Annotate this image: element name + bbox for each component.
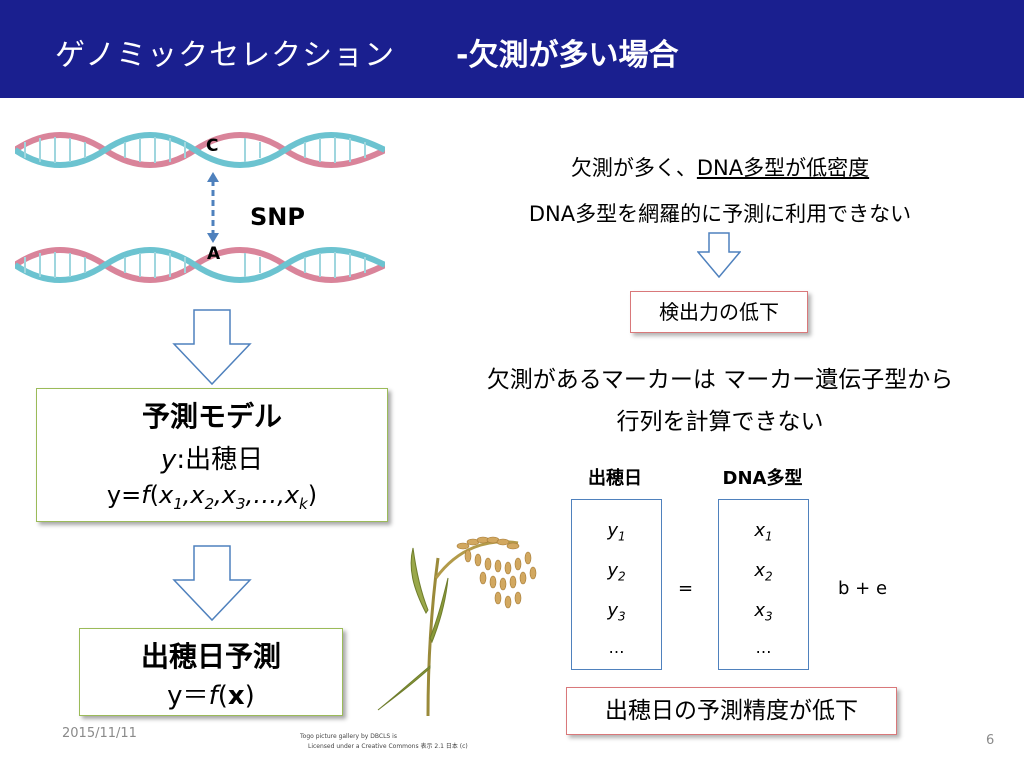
eq-prefix: y=: [106, 481, 142, 509]
accuracy-decrease-label: 出穂日の予測精度が低下: [605, 698, 858, 724]
title-bar: ゲノミックセレクション -欠測が多い場合: [0, 0, 1024, 98]
right-line-1a: 欠測が多く、: [570, 156, 697, 180]
eq-close: ): [307, 481, 318, 509]
predict-eq-close: ): [244, 681, 255, 711]
right-line-4: 行列を計算できない: [616, 409, 824, 435]
predict-eq-x: x: [227, 681, 245, 711]
footer-credit-line-2: Licensed under a Creative Commons 表示 2.1…: [308, 743, 468, 750]
model-equation: y=f(x1,x2,x3,…,xk): [106, 481, 318, 513]
x-value: x2: [754, 560, 773, 584]
predict-eq-open: (: [217, 681, 228, 711]
small-down-arrow-icon: [697, 232, 741, 278]
y-value: y2: [607, 560, 626, 584]
rice-plant-illustration: [377, 536, 537, 717]
col-heading-heading-date: 出穂日: [588, 468, 642, 489]
y-definition-text: :出穂日: [176, 445, 264, 475]
predict-eq-prefix: y＝: [167, 681, 209, 711]
eq-x: ,…,x: [245, 481, 300, 509]
eq-sub: 2: [204, 494, 215, 513]
page-number: 6: [986, 733, 995, 748]
eq-sub: 1: [173, 494, 183, 513]
down-arrow-icon: [172, 309, 252, 386]
eq-sub: k: [299, 494, 308, 513]
b-plus-e: b + e: [838, 578, 888, 599]
snp-dashed-arrow: [207, 172, 219, 243]
dna-bottom-helix: [15, 247, 385, 283]
reduce-power-box: 検出力の低下: [630, 291, 808, 333]
x-value: x3: [754, 600, 773, 624]
predict-equation: y＝f(x): [80, 675, 342, 712]
dna-top-helix: [15, 132, 385, 168]
eq-x: ,x: [214, 481, 237, 509]
snp-label: SNP: [250, 203, 305, 231]
y-value: y1: [607, 520, 626, 544]
y-ellipsis: …: [608, 638, 625, 657]
predict-eq-f: f: [208, 681, 218, 711]
right-line-1: 欠測が多く、DNA多型が低密度: [440, 152, 1000, 182]
eq-x: ,x: [182, 481, 205, 509]
x-value: x1: [754, 520, 773, 544]
right-line-3: 欠測があるマーカーは マーカー遺伝子型から: [486, 367, 954, 393]
predict-heading: 出穂日予測: [140, 640, 281, 673]
x-vector-box: x1 x2 x3 …: [718, 499, 809, 670]
y-variable: y: [160, 445, 177, 475]
equals-sign: =: [678, 578, 694, 599]
accuracy-decrease-box: 出穂日の予測精度が低下: [566, 687, 897, 735]
eq-sub: 3: [236, 494, 246, 513]
right-line-1b: DNA多型が低密度: [696, 156, 870, 180]
base-c-label: C: [206, 136, 219, 156]
down-arrow-icon: [172, 545, 252, 622]
model-box: 予測モデル y:出穂日 y=f(x1,x2,x3,…,xk): [36, 388, 388, 522]
footer-date: 2015/11/11: [62, 726, 137, 741]
slide-title: ゲノミックセレクション: [55, 38, 396, 73]
reduce-power-label: 検出力の低下: [659, 300, 779, 324]
model-y-definition: y:出穂日: [37, 439, 387, 476]
predict-box: 出穂日予測 y＝f(x): [79, 628, 343, 716]
eq-x: x: [159, 481, 174, 509]
slide-subtitle: -欠測が多い場合: [456, 38, 679, 73]
footer-credit: Togo picture gallery by DBCLS is License…: [300, 732, 468, 752]
col-heading-dna: DNA多型: [722, 468, 803, 489]
y-value: y3: [607, 600, 626, 624]
x-ellipsis: …: [755, 638, 772, 657]
y-vector-box: y1 y2 y3 …: [571, 499, 662, 670]
base-a-label: A: [207, 244, 221, 264]
model-heading: 予測モデル: [141, 400, 282, 433]
footer-credit-line-1: Togo picture gallery by DBCLS is: [300, 733, 397, 740]
right-line-2: DNA多型を網羅的に予測に利用できない: [528, 202, 912, 226]
eq-f: f: [141, 481, 150, 509]
dna-illustration: [15, 132, 385, 283]
